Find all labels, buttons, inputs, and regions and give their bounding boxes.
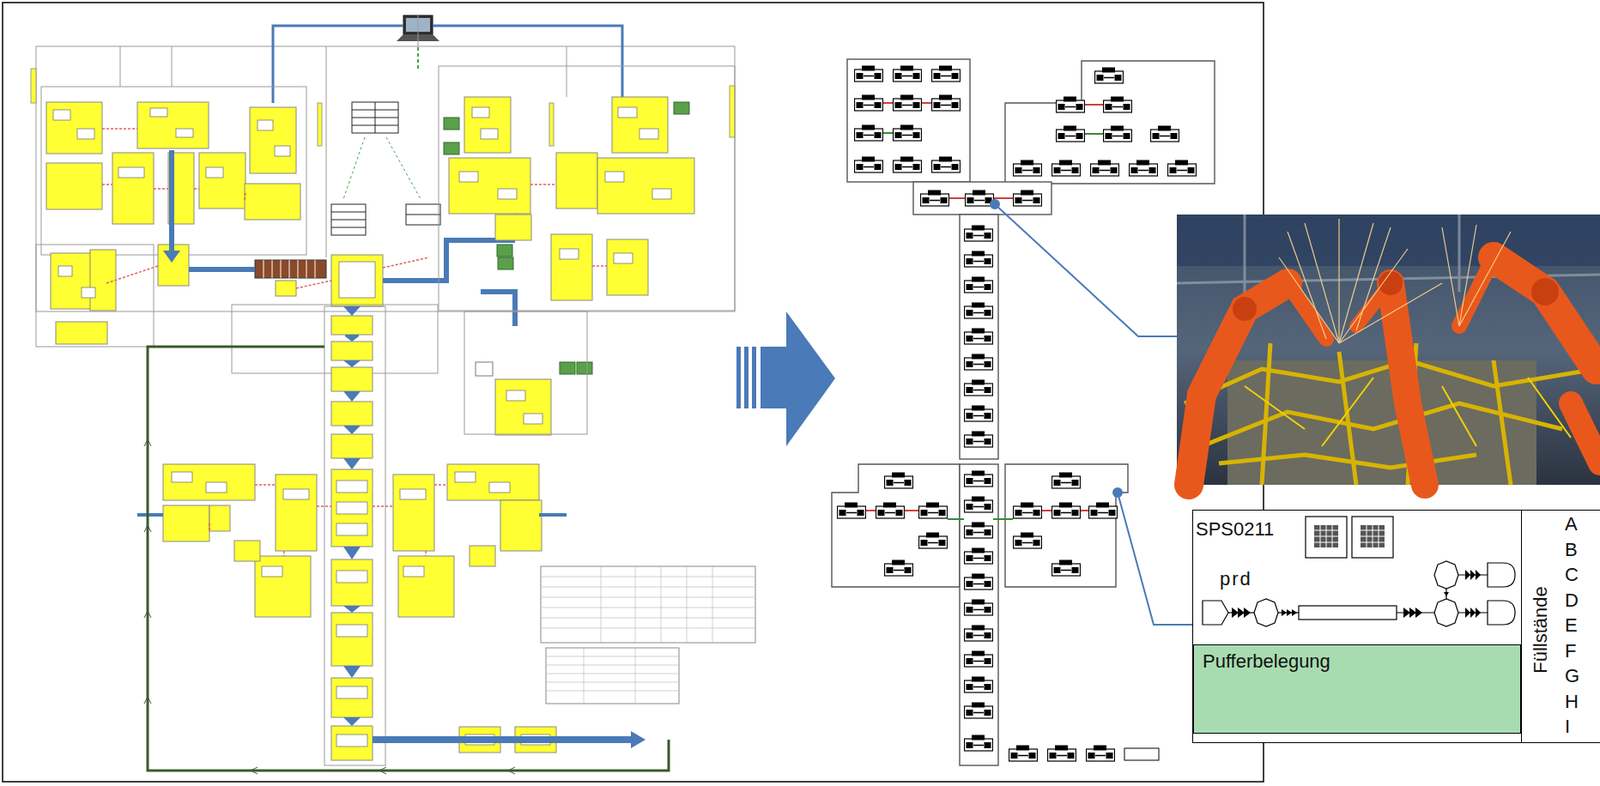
plant-layout <box>30 15 756 775</box>
level-letter: B <box>1564 539 1578 561</box>
robot-welding-photo <box>1176 214 1600 485</box>
leader-dot <box>1112 487 1123 498</box>
level-letter: D <box>1564 589 1579 612</box>
sim-inset-panel: SPS0211 prdPufferbelegung Füllstände ABCDEF… <box>1192 509 1600 744</box>
level-letter: F <box>1564 640 1576 662</box>
buffer-band: Pufferbelegung <box>1193 644 1522 734</box>
column-title: Füllstände <box>1529 586 1552 674</box>
fill-level-column: Füllstände ABCDEFGHI <box>1521 509 1600 744</box>
level-letter: A <box>1564 513 1578 535</box>
level-letter: H <box>1564 690 1579 713</box>
station-mode: prd <box>1219 568 1253 590</box>
simulation-model <box>831 59 1215 766</box>
station-id: SPS0211 <box>1195 518 1274 540</box>
leader-dot <box>989 199 1000 210</box>
level-letter: C <box>1564 563 1579 586</box>
leader-line <box>994 204 1193 625</box>
band-title: Pufferbelegung <box>1202 650 1331 673</box>
level-letter: I <box>1564 715 1570 738</box>
level-letter: G <box>1564 665 1580 687</box>
level-letter: E <box>1564 614 1578 637</box>
transform-arrow <box>736 311 836 447</box>
